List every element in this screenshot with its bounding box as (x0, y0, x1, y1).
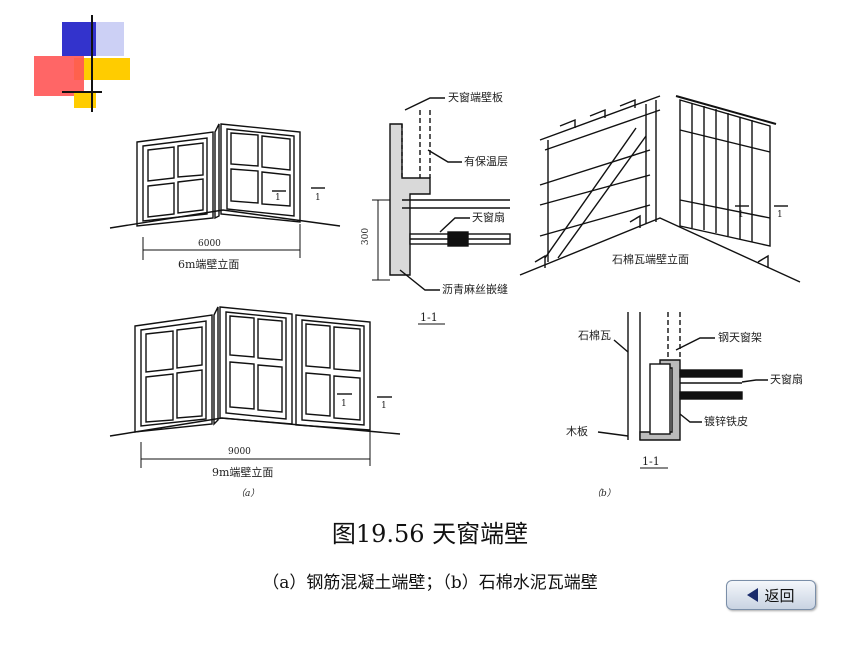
callout-insulation: 有保温层 (464, 155, 508, 168)
section-mark-b-left: 1 (738, 210, 744, 220)
callout-asphalt-joint: 沥青麻丝嵌缝 (442, 283, 508, 296)
callout-asbestos-tile: 石棉瓦 (578, 329, 611, 342)
logo-red-square (34, 56, 84, 96)
callout-steel-frame: 钢天窗架 (718, 331, 762, 344)
back-arrow-icon (747, 588, 759, 602)
logo-blue-square (62, 22, 96, 56)
dimension-300: 300 (361, 227, 372, 246)
callout-end-panel: 天窗端壁板 (448, 91, 503, 104)
section-mark-9m-left: 1 (341, 399, 347, 409)
logo-yellow-bar (74, 58, 130, 80)
figure-title: 图19.56 天窗端壁 (331, 520, 529, 548)
figure-subtitle: （a）钢筋混凝土端壁；（b）石棉水泥瓦端壁 (262, 573, 598, 593)
slide-logo (34, 15, 130, 112)
section-a-label: 1-1 (420, 311, 438, 324)
logo-yellow-small (74, 92, 96, 108)
logo-blue-fade (96, 22, 124, 56)
callout-galvanized-sheet: 镀锌铁皮 (704, 415, 748, 428)
section-b-detail (597, 312, 768, 469)
panel-b-caption: （b） (592, 489, 616, 499)
elevation-9m (109, 306, 401, 468)
section-b-label: 1-1 (642, 455, 660, 468)
dimension-6000: 6000 (198, 239, 221, 249)
section-mark-b-right: 1 (777, 210, 783, 220)
section-mark-9m-right: 1 (381, 401, 387, 411)
dimension-9000: 9000 (228, 447, 251, 457)
callout-window-sash: 天窗扇 (472, 211, 505, 224)
section-mark-6m-left: 1 (275, 193, 281, 203)
callout-wood-board: 木板 (566, 425, 588, 438)
section-mark-6m-right: 1 (315, 193, 321, 203)
elevation-6m-label: 6m端壁立面 (178, 258, 240, 271)
back-button[interactable]: 返回 (726, 580, 816, 610)
back-button-label: 返回 (764, 586, 795, 605)
diagram-drawing (109, 95, 801, 469)
callout-sash-b: 天窗扇 (770, 373, 803, 386)
section-a-detail (372, 97, 511, 325)
elevation-9m-label: 9m端壁立面 (212, 466, 274, 479)
elevation-6m (109, 123, 341, 260)
elevation-asbestos (519, 95, 801, 283)
panel-a-caption: （a） (236, 489, 260, 499)
elevation-asbestos-label: 石棉瓦端壁立面 (612, 253, 689, 266)
